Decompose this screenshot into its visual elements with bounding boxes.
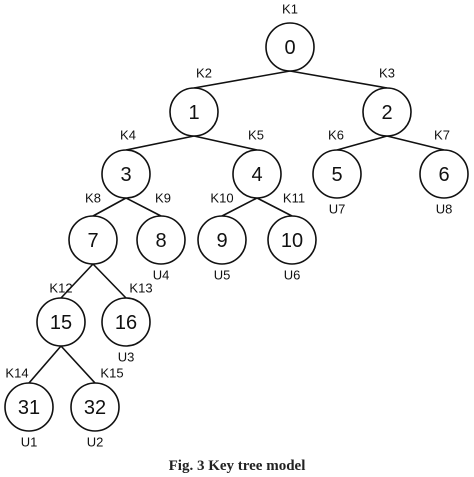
key-label-k6: K6 [328,128,344,143]
edge-7-15 [60,263,94,299]
key-label-k13: K13 [129,281,152,296]
key-label-k7: K7 [434,128,450,143]
user-label-u8: U8 [436,202,453,217]
node-label-2: 2 [381,102,392,124]
node-label-7: 7 [87,230,98,252]
tree-node-9: 9 [197,215,247,265]
tree-node-8: 8 [136,215,186,265]
tree-node-4: 4 [232,149,282,199]
node-label-3: 3 [120,164,131,186]
tree-node-16: 16 [101,297,151,347]
figure-caption: Fig. 3 Key tree model [169,458,306,474]
node-circle-1 [169,87,219,137]
node-circle-5 [312,149,362,199]
edge-3-8 [125,197,162,217]
tree-node-0: 0 [265,22,315,72]
edge-0-1 [193,70,291,89]
tree-node-32: 32 [70,382,120,432]
node-circle-2 [362,87,412,137]
key-label-k1: K1 [282,2,298,17]
key-label-k3: K3 [379,66,395,81]
node-circle-9 [197,215,247,265]
key-label-k8: K8 [85,191,101,206]
tree-node-3: 3 [101,149,151,199]
node-label-8: 8 [155,230,166,252]
key-label-k4: K4 [120,128,136,143]
nodes-layer: 0 1 2 3 4 5 6 7 8 9 10 15 16 31 32 [4,22,469,432]
node-circle-10 [267,215,317,265]
tree-node-2: 2 [362,87,412,137]
edge-1-3 [125,135,195,151]
user-label-u5: U5 [214,268,231,283]
edge-2-6 [386,135,445,151]
edge-15-32 [60,345,96,384]
node-circle-16 [101,297,151,347]
user-label-u4: U4 [153,268,170,283]
edge-4-10 [256,197,293,217]
node-label-1: 1 [188,102,199,124]
key-label-k5: K5 [248,128,264,143]
edges-layer [28,70,445,384]
tree-node-7: 7 [68,215,118,265]
node-label-10: 10 [281,230,303,252]
node-circle-3 [101,149,151,199]
node-label-4: 4 [251,164,262,186]
tree-node-1: 1 [169,87,219,137]
user-label-u2: U2 [87,435,104,450]
edge-7-16 [92,263,127,299]
edge-0-2 [289,70,388,89]
node-circle-15 [36,297,86,347]
node-circle-4 [232,149,282,199]
user-label-u6: U6 [284,268,301,283]
edge-4-9 [221,197,258,217]
edge-1-4 [193,135,258,151]
tree-node-31: 31 [4,382,54,432]
user-label-u1: U1 [21,435,38,450]
tree-node-6: 6 [419,149,469,199]
node-circle-32 [70,382,120,432]
key-label-k15: K15 [100,366,123,381]
node-circle-8 [136,215,186,265]
key-label-k12: K12 [49,281,72,296]
tree-node-15: 15 [36,297,86,347]
node-circle-0 [265,22,315,72]
edge-15-31 [28,345,62,384]
node-label-16: 16 [115,312,137,334]
node-label-32: 32 [84,397,106,419]
node-label-15: 15 [50,312,72,334]
node-circle-7 [68,215,118,265]
node-label-5: 5 [331,164,342,186]
node-label-31: 31 [18,397,40,419]
tree-node-5: 5 [312,149,362,199]
user-label-u7: U7 [329,202,346,217]
key-label-k14: K14 [5,366,28,381]
node-circle-31 [4,382,54,432]
key-label-k9: K9 [155,191,171,206]
key-label-k11: K11 [283,191,305,206]
tree-node-10: 10 [267,215,317,265]
user-label-u3: U3 [118,350,135,365]
edge-3-7 [92,197,127,217]
node-label-9: 9 [216,230,227,252]
key-label-k10: K10 [210,191,233,206]
node-circle-6 [419,149,469,199]
node-label-6: 6 [438,164,449,186]
edge-2-5 [336,135,388,151]
key-label-k2: K2 [196,66,212,81]
node-label-0: 0 [284,37,295,59]
